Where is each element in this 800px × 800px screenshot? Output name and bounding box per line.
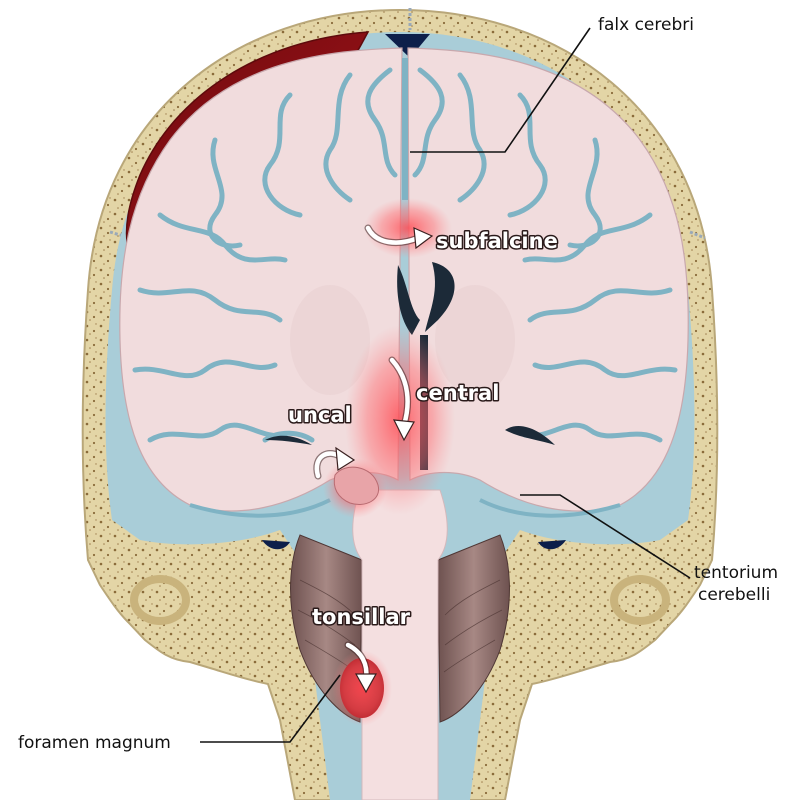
subfalcine-label: subfalcine	[436, 229, 558, 253]
right-gyri	[412, 67, 678, 443]
tentorium-left	[189, 498, 331, 518]
falx-leader	[410, 27, 591, 153]
anatomy-labels: falx cerebri tentorium cerebelli foramen…	[18, 15, 778, 753]
right-transverse-sinus	[538, 540, 566, 550]
leader-lines	[200, 27, 691, 743]
tentorium-leader	[520, 494, 691, 579]
tentorium-label-line2: cerebelli	[698, 585, 770, 605]
right-basal-ganglia	[435, 285, 515, 395]
cerebrum	[119, 47, 689, 518]
foramen-leader	[200, 674, 341, 743]
tentorium-label-line1: tentorium	[694, 563, 778, 583]
falx-cerebri-label: falx cerebri	[598, 15, 694, 35]
left-basal-ganglia	[290, 285, 370, 395]
lateral-ventricle-right	[425, 262, 455, 332]
subfalcine-arrow	[364, 224, 434, 250]
temporal-horn-left	[265, 435, 312, 445]
left-transverse-sinus	[262, 540, 290, 550]
petrous-bone-left	[130, 575, 190, 625]
central-label: central	[416, 381, 499, 405]
petrous-bone-right	[610, 575, 670, 625]
uncal-arrow	[313, 446, 356, 480]
herniation-arrows	[313, 224, 434, 694]
right-hemisphere	[407, 47, 689, 512]
tonsillar-glow	[332, 650, 392, 726]
left-gyri	[132, 67, 398, 443]
cerebellum-right	[437, 534, 510, 723]
brainstem	[352, 489, 448, 800]
tonsillar-label: tonsillar	[312, 605, 411, 629]
lateral-ventricle-left	[397, 265, 420, 335]
suture-right	[689, 230, 706, 240]
tentorium-right	[479, 498, 621, 518]
uncal-label: uncal	[288, 403, 352, 427]
herniation-labels: subfalcine central uncal tonsillar	[287, 228, 560, 631]
central-arrow	[388, 356, 415, 442]
foramen-magnum-label: foramen magnum	[18, 733, 171, 753]
temporal-horn-right	[505, 425, 555, 445]
tonsillar-arrow	[344, 641, 378, 694]
superior-sagittal-sinus	[385, 34, 430, 58]
uncal-tissue	[333, 466, 380, 505]
